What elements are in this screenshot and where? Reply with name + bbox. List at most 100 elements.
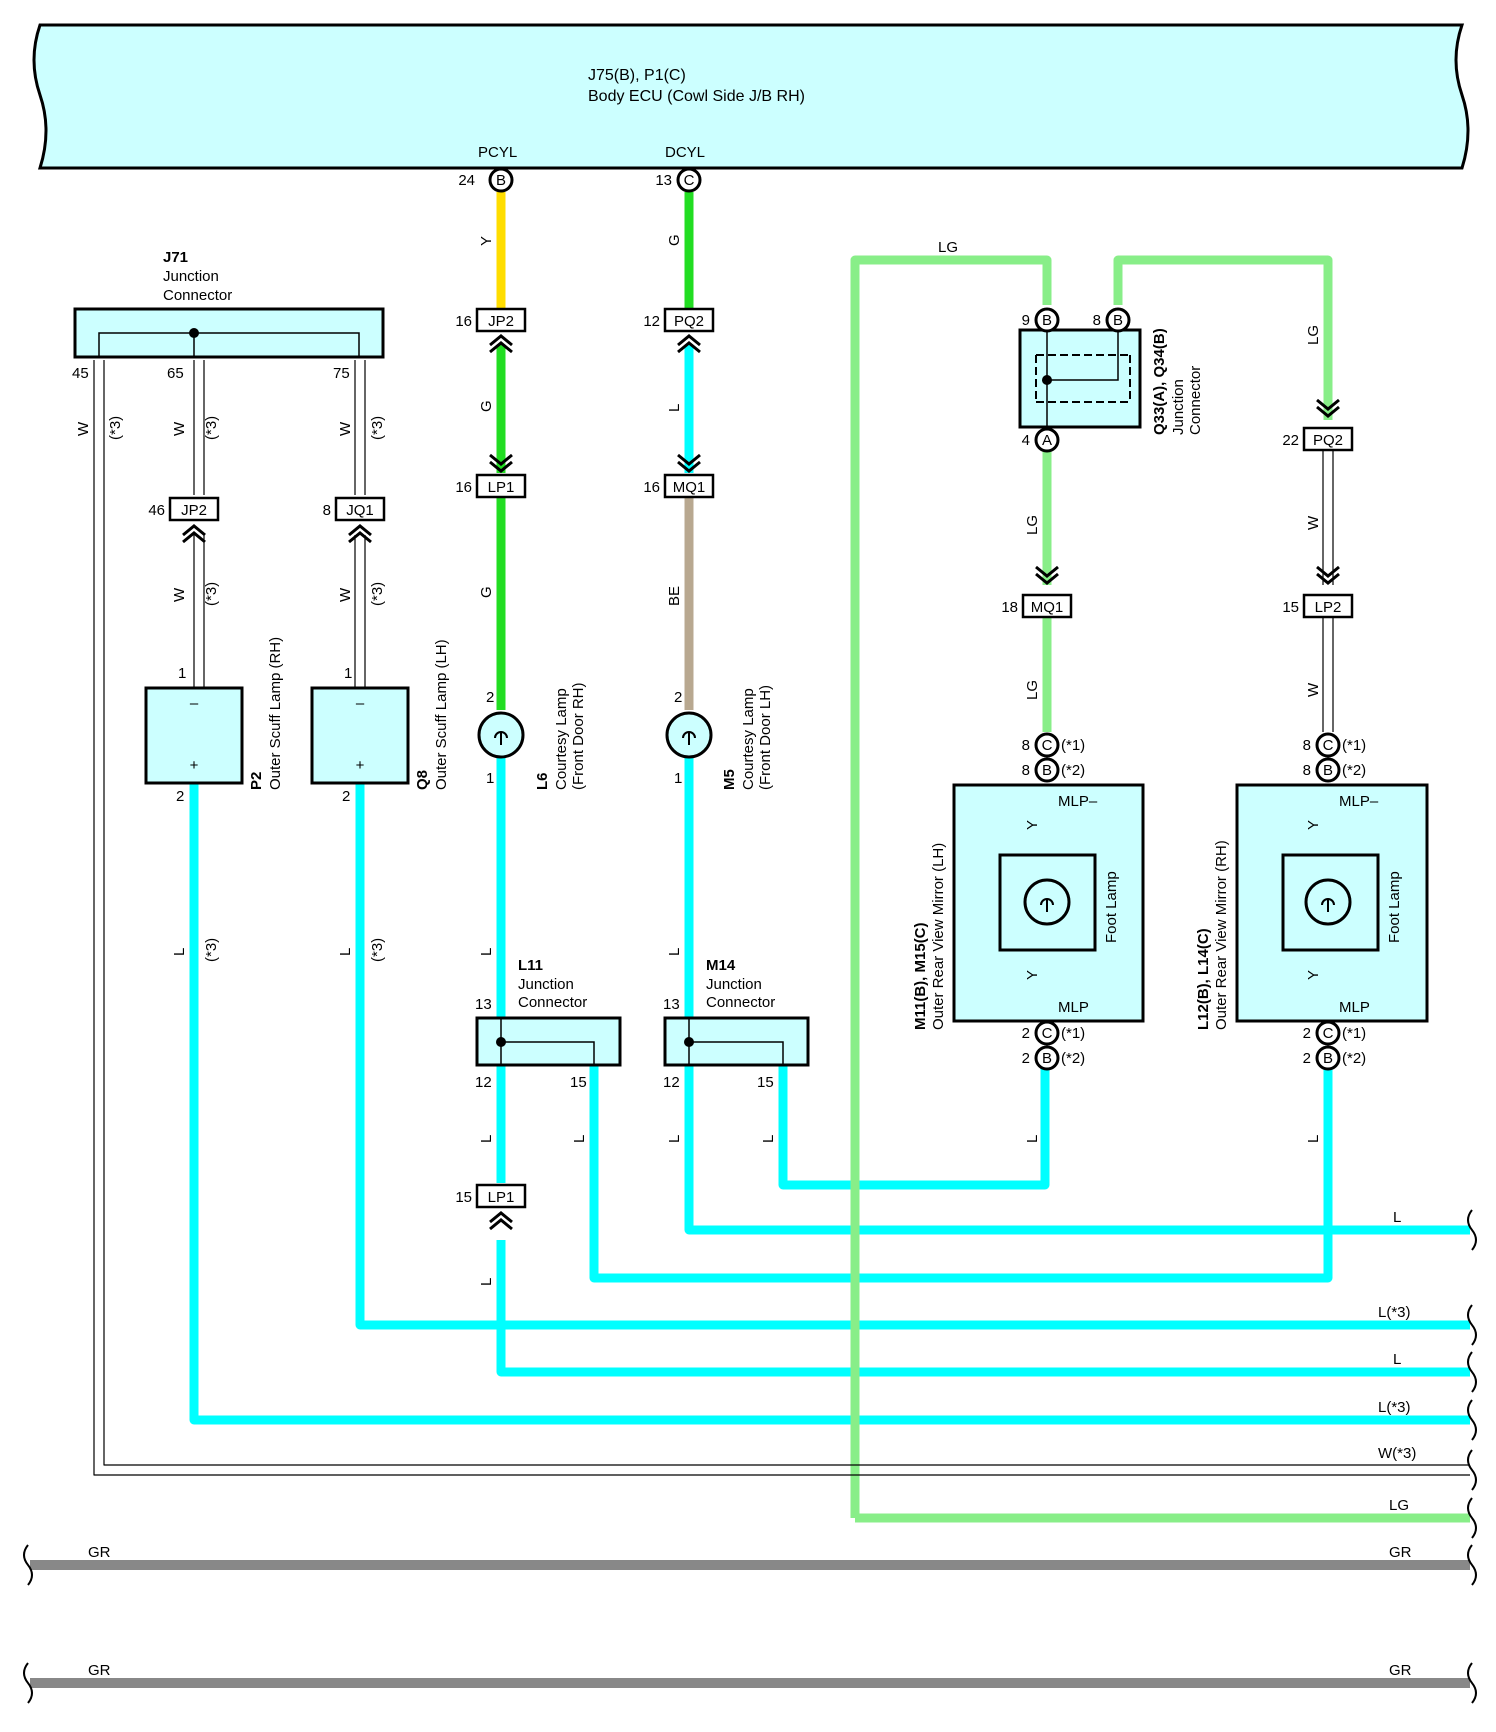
- svg-text:LP1: LP1: [488, 479, 515, 496]
- svg-text:W: W: [337, 587, 354, 602]
- svg-text:Outer Rear View Mirror (LH): Outer Rear View Mirror (LH): [930, 843, 947, 1030]
- svg-text:M14: M14: [706, 957, 736, 974]
- svg-text:(*3): (*3): [107, 416, 124, 440]
- svg-text:13: 13: [655, 172, 672, 189]
- svg-text:16: 16: [643, 479, 660, 496]
- wire-color-codes: Y G G L L L G L BE L L L L L L LG LG LG …: [75, 234, 1322, 1286]
- svg-text:PQ2: PQ2: [674, 313, 704, 330]
- ecu-subtitle: Body ECU (Cowl Side J/B RH): [588, 88, 805, 105]
- mirror-lh: MLP– MLP Foot Lamp M11(B), M15(C) Outer …: [912, 732, 1145, 1071]
- svg-text:L: L: [571, 1135, 588, 1143]
- svg-text:L11: L11: [518, 957, 543, 974]
- svg-text:JP2: JP2: [488, 313, 514, 330]
- svg-text:8: 8: [1093, 312, 1101, 329]
- svg-text:2: 2: [342, 788, 350, 805]
- connector-pq2-rh: PQ2 22: [1282, 398, 1354, 452]
- svg-text:1: 1: [344, 665, 352, 682]
- svg-text:Junction: Junction: [518, 976, 574, 993]
- svg-text:2: 2: [1022, 1025, 1030, 1042]
- connector-lp2: LP2 15: [1282, 565, 1354, 619]
- svg-text:B: B: [496, 172, 506, 189]
- svg-text:Y: Y: [478, 236, 495, 246]
- svg-text:65: 65: [167, 365, 184, 382]
- svg-text:1: 1: [178, 665, 186, 682]
- svg-text:LG: LG: [938, 239, 958, 256]
- l11-junction-connector: L11 Junction Connector 13 12 15: [475, 957, 622, 1091]
- svg-text:(*1): (*1): [1342, 1025, 1366, 1042]
- svg-text:BE: BE: [666, 586, 683, 606]
- svg-text:L6: L6: [534, 772, 551, 790]
- svg-text:8: 8: [1303, 737, 1311, 754]
- exit-label: W(*3): [1378, 1445, 1416, 1462]
- svg-text:24: 24: [458, 172, 475, 189]
- svg-text:12: 12: [643, 313, 660, 330]
- svg-text:4: 4: [1022, 432, 1030, 449]
- svg-text:12: 12: [663, 1074, 680, 1091]
- svg-text:(*3): (*3): [203, 582, 220, 606]
- svg-text:LP2: LP2: [1315, 599, 1342, 616]
- connector-jp2-scuff: JP2 46: [148, 496, 220, 544]
- svg-text:45: 45: [72, 365, 89, 382]
- svg-text:Junction: Junction: [163, 268, 219, 285]
- j71-id: J71: [163, 249, 188, 266]
- svg-text:(*2): (*2): [1061, 762, 1085, 779]
- exit-labels: L L(*3) L L(*3) W(*3) LG GR GR GR GR: [88, 1209, 1416, 1679]
- svg-text:Y: Y: [1305, 820, 1322, 830]
- svg-text:2: 2: [486, 689, 494, 706]
- svg-text:2: 2: [674, 689, 682, 706]
- svg-text:Y: Y: [1024, 820, 1041, 830]
- connector-mq1: MQ1 16: [643, 453, 715, 499]
- ecu-pin-dcyl: DCYL: [665, 144, 705, 161]
- svg-text:B: B: [1113, 312, 1123, 329]
- connector-lp1: LP1 16: [455, 453, 527, 499]
- exit-label: L(*3): [1378, 1304, 1411, 1321]
- svg-text:+: +: [356, 757, 365, 774]
- svg-text:B: B: [1042, 762, 1052, 779]
- p2-id: P2: [248, 772, 265, 790]
- svg-text:(*2): (*2): [1342, 1050, 1366, 1067]
- svg-text:2: 2: [176, 788, 184, 805]
- q8-id: Q8: [414, 770, 431, 790]
- svg-text:W: W: [1305, 515, 1322, 530]
- svg-text:Q33(A), Q34(B): Q33(A), Q34(B): [1151, 328, 1168, 435]
- svg-text:L: L: [478, 1278, 495, 1286]
- svg-text:L: L: [1024, 1135, 1041, 1143]
- svg-text:(*3): (*3): [203, 416, 220, 440]
- svg-text:Courtesy Lamp: Courtesy Lamp: [740, 688, 757, 790]
- svg-text:Connector: Connector: [163, 287, 232, 304]
- svg-text:(*3): (*3): [203, 938, 220, 962]
- svg-text:2: 2: [1303, 1025, 1311, 1042]
- svg-text:15: 15: [757, 1074, 774, 1091]
- svg-text:B: B: [1042, 312, 1052, 329]
- svg-text:16: 16: [455, 479, 472, 496]
- svg-text:22: 22: [1282, 432, 1299, 449]
- svg-text:8: 8: [1022, 737, 1030, 754]
- exit-label: L: [1393, 1351, 1401, 1368]
- svg-text:Connector: Connector: [518, 994, 587, 1011]
- svg-text:B: B: [1323, 762, 1333, 779]
- connector-lp1-low: LP1 15: [455, 1183, 527, 1231]
- exit-label: GR: [1389, 1662, 1412, 1679]
- svg-text:Y: Y: [1305, 970, 1322, 980]
- svg-text:G: G: [478, 586, 495, 598]
- connector-jp2: JP2 16: [455, 307, 527, 354]
- svg-text:C: C: [1042, 737, 1053, 754]
- ecu-pin-pcyl: PCYL: [478, 144, 517, 161]
- svg-text:(*3): (*3): [369, 416, 386, 440]
- svg-text:MLP: MLP: [1339, 999, 1370, 1016]
- connector-mq1-lg: MQ1 18: [1001, 565, 1073, 619]
- svg-text:MLP: MLP: [1058, 999, 1089, 1016]
- svg-text:(*2): (*2): [1061, 1050, 1085, 1067]
- exit-label: LG: [1389, 1497, 1409, 1514]
- svg-text:C: C: [1323, 737, 1334, 754]
- svg-text:L: L: [171, 948, 188, 956]
- p2-outer-scuff-lamp-rh: – + 1 2 P2 Outer Scuff Lamp (RH): [144, 637, 284, 805]
- svg-text:W: W: [171, 587, 188, 602]
- svg-text:(*3): (*3): [369, 938, 386, 962]
- svg-text:(*3): (*3): [369, 582, 386, 606]
- svg-text:(*1): (*1): [1061, 737, 1085, 754]
- l6-courtesy-lamp: 2 1 L6 Courtesy Lamp (Front Door RH): [477, 682, 587, 790]
- q33-q34-junction-connector: B 9 B 8 A 4 Q33(A), Q34(B) Junction Conn…: [1018, 307, 1204, 453]
- svg-text:Connector: Connector: [1187, 366, 1204, 435]
